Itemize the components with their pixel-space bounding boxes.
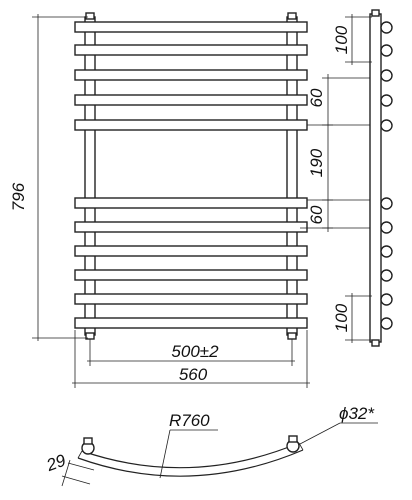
side-rungs-bottom <box>380 197 393 330</box>
curved-rung-inner <box>81 442 300 469</box>
rung <box>74 197 308 209</box>
rung <box>74 317 308 329</box>
rung <box>74 221 308 233</box>
diameter-label: ϕ32* <box>339 404 375 423</box>
rung <box>74 94 308 106</box>
right-post <box>286 16 298 336</box>
inner-width-dimension: 500±2 <box>87 339 295 366</box>
right-post-bottom-cap <box>287 332 297 340</box>
rungs-top-group <box>74 21 308 131</box>
side-rungs-top <box>380 21 393 132</box>
right-post-fitting <box>286 435 300 453</box>
rung <box>74 44 308 56</box>
top-spacing-label: 100 <box>332 25 351 54</box>
side-view: 100 60 190 60 100 <box>307 9 393 347</box>
radius-label: R760 <box>169 411 210 430</box>
rung <box>74 119 308 131</box>
inner-width-label: 500±2 <box>171 342 219 361</box>
offset-label: 29 <box>43 450 69 475</box>
rung <box>74 21 308 33</box>
middle-spacing-dimensions: 60 190 60 <box>307 74 370 232</box>
left-post-fitting <box>81 437 95 455</box>
gap-small-label-2: 60 <box>307 205 326 224</box>
height-dimension: 796 <box>9 14 88 341</box>
bottom-spacing-label: 100 <box>332 303 351 332</box>
outer-width-dimension: 560 <box>72 330 310 388</box>
rung <box>74 245 308 257</box>
right-post-top-cap <box>287 12 297 20</box>
side-post-bottom-cap <box>371 339 380 347</box>
front-view: 796 500±2 560 <box>9 12 333 388</box>
rung <box>74 293 308 305</box>
bottom-spacing-dimension: 100 <box>332 293 372 343</box>
top-view: R760 ϕ32* 29 <box>43 404 378 487</box>
curved-rung-outer <box>77 449 304 477</box>
side-post <box>369 13 382 343</box>
rungs-bottom-group <box>74 197 308 329</box>
outer-width-label: 560 <box>179 365 208 384</box>
left-post <box>84 16 96 336</box>
side-post-top-cap <box>371 9 380 17</box>
rung <box>74 69 308 81</box>
top-spacing-dimension: 100 <box>332 14 372 65</box>
rung <box>74 269 308 281</box>
gap-small-label-1: 60 <box>307 88 326 107</box>
left-post-top-cap <box>85 12 95 20</box>
height-label: 796 <box>9 182 28 211</box>
gap-large-label: 190 <box>307 148 326 177</box>
